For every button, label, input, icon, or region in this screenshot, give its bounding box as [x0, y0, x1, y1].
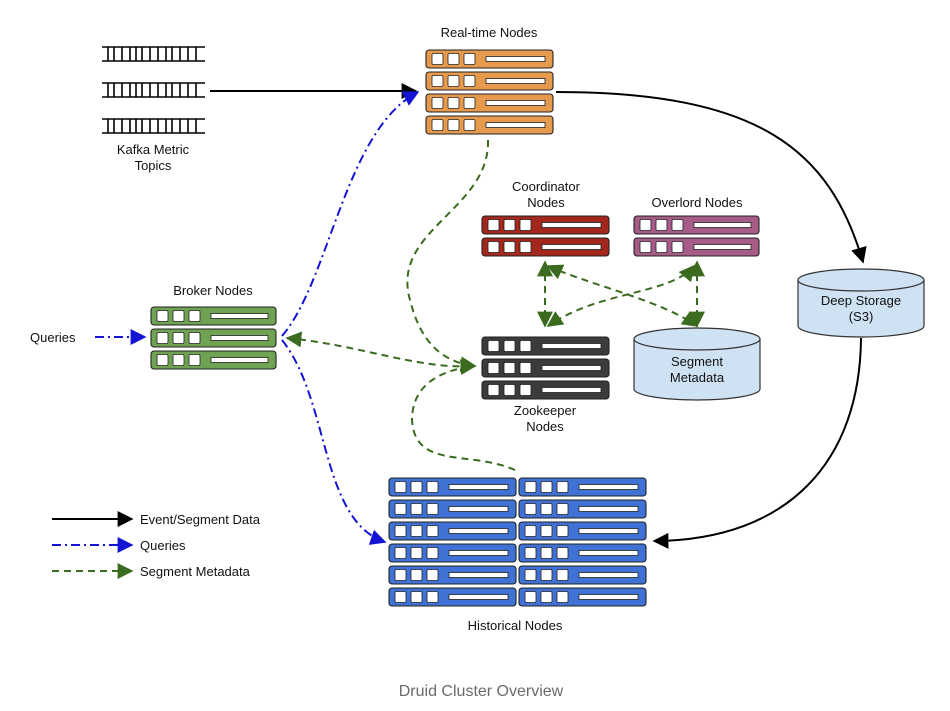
- zookeeper-nodes: [481, 336, 610, 400]
- segment-metadata-cylinder: [633, 327, 761, 401]
- broker-zookeeper-line: [285, 331, 477, 376]
- historical-server: [388, 565, 517, 585]
- historical-nodes-label: Historical Nodes: [468, 618, 563, 633]
- historical-server: [518, 477, 647, 497]
- historical-server: [388, 521, 517, 541]
- zookeeper-server: [481, 358, 610, 378]
- overlord-server: [633, 215, 760, 235]
- overlord-nodes-label: Overlord Nodes: [651, 195, 743, 210]
- kafka-topic-row: [102, 46, 205, 62]
- broker-to-realtime-line: [281, 91, 420, 337]
- kafka-topic-row: [102, 82, 205, 98]
- coordinator-nodes-label-line2: Nodes: [527, 195, 565, 210]
- legend-metadata-label: Segment Metadata: [140, 564, 251, 579]
- realtime-server: [425, 49, 554, 69]
- legend-queries-label: Queries: [140, 538, 186, 553]
- coordinator-nodes-label-line1: Coordinator: [512, 179, 581, 194]
- coordinator-server: [481, 237, 610, 257]
- historical-server: [388, 499, 517, 519]
- realtime-server: [425, 71, 554, 91]
- realtime-to-deep-storage-line: [555, 91, 867, 264]
- deep-storage-label-line1: Deep Storage: [821, 293, 901, 308]
- zookeeper-server: [481, 380, 610, 400]
- coordinator-server: [481, 215, 610, 235]
- broker-nodes-label: Broker Nodes: [173, 283, 253, 298]
- legend: Event/Segment Data Queries Segment Metad…: [52, 511, 261, 579]
- zookeeper-nodes-label-line1: Zookeeper: [514, 403, 577, 418]
- zookeeper-nodes-label-line2: Nodes: [526, 419, 564, 434]
- historical-server: [388, 543, 517, 563]
- historical-server: [388, 587, 517, 607]
- broker-to-historical-line: [281, 339, 387, 545]
- queries-input-label: Queries: [30, 330, 76, 345]
- broker-nodes: [150, 306, 277, 370]
- realtime-server: [425, 93, 554, 113]
- historical-to-zookeeper-line: [410, 365, 516, 471]
- deep-storage-cylinder: [797, 268, 925, 338]
- deep-storage-to-historical-line: [652, 337, 862, 549]
- broker-server: [150, 328, 277, 348]
- zookeeper-server: [481, 336, 610, 356]
- segment-metadata-label-line1: Segment: [671, 354, 723, 369]
- kafka-topic-row: [102, 118, 205, 134]
- realtime-server: [425, 115, 554, 135]
- figure-caption: Druid Cluster Overview: [399, 683, 564, 700]
- historical-nodes: [388, 477, 647, 607]
- deep-storage-label-line2: (S3): [849, 309, 874, 324]
- historical-server: [518, 521, 647, 541]
- broker-server: [150, 350, 277, 370]
- broker-server: [150, 306, 277, 326]
- overlord-nodes: [633, 215, 760, 257]
- legend-event-label: Event/Segment Data: [140, 512, 261, 527]
- realtime-nodes-label: Real-time Nodes: [441, 25, 538, 40]
- kafka-topics-label-line1: Kafka Metric: [117, 142, 190, 157]
- kafka-topics-label-line2: Topics: [135, 158, 172, 173]
- realtime-to-zookeeper-line: [406, 139, 490, 373]
- overlord-server: [633, 237, 760, 257]
- historical-server: [388, 477, 517, 497]
- realtime-nodes: [425, 49, 554, 135]
- historical-server: [518, 499, 647, 519]
- overlord-to-zookeeper-line: [546, 264, 696, 327]
- kafka-topics-icon: [102, 46, 205, 134]
- historical-server: [518, 587, 647, 607]
- historical-server: [518, 565, 647, 585]
- coordinator-nodes: [481, 215, 610, 257]
- historical-server: [518, 543, 647, 563]
- segment-metadata-label-line2: Metadata: [670, 370, 725, 385]
